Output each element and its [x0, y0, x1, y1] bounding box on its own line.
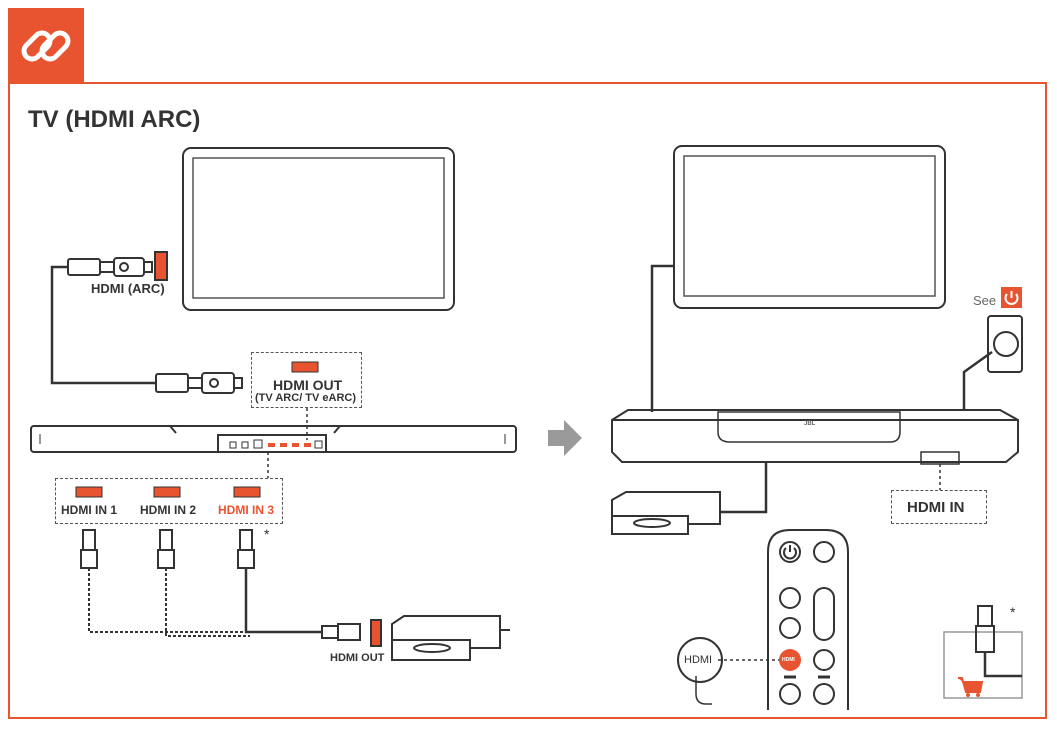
- callout-hdmi-label: HDMI: [684, 654, 713, 666]
- soundbar-out-sublabel: (TV ARC/ TV eARC): [255, 392, 357, 404]
- hdmi-in-right-box: [891, 490, 987, 524]
- remote-hdmi-label: HDMI: [782, 657, 795, 663]
- header-tab: [8, 8, 84, 84]
- device-hdmi-port: [370, 619, 382, 647]
- arrow-right-icon: [548, 420, 582, 456]
- remote-control: [767, 529, 849, 710]
- asterisk-left: *: [264, 526, 270, 542]
- hdmi-in-box: [55, 478, 283, 524]
- source-device-left: [391, 615, 501, 649]
- device-out-label: HDMI OUT: [330, 652, 385, 664]
- tv-right: [673, 145, 946, 309]
- content-frame: [8, 82, 1047, 719]
- link-icon: [21, 30, 71, 62]
- soundbar-right: [611, 409, 1019, 463]
- tv-port-label: HDMI (ARC): [91, 281, 165, 296]
- hdmi-in-right-label: HDMI IN: [907, 499, 965, 516]
- soundbar-out-label: HDMI OUT: [273, 377, 343, 393]
- hdmi-in-1-label: HDMI IN 1: [61, 503, 118, 517]
- hdmi-in-cables: [80, 529, 330, 637]
- cart-icon: [958, 677, 984, 697]
- remote-hdmi-button: [779, 649, 801, 671]
- hdmi-arc-cable: [50, 265, 160, 385]
- hdmi-in-3-label: HDMI IN 3: [218, 503, 275, 517]
- tv-hdmi-port: [154, 251, 168, 281]
- hdmi-in-1-port-icon: [75, 486, 103, 498]
- asterisk-right: *: [1010, 604, 1016, 620]
- see-label: See: [973, 293, 997, 308]
- soundbar-logo: JBL: [804, 421, 816, 427]
- hdmi-callout-button: [677, 637, 723, 683]
- hdmi-out-port-icon: [291, 361, 319, 373]
- hdmi-in-3-port-icon: [233, 486, 261, 498]
- hdmi-in-2-port-icon: [153, 486, 181, 498]
- wall-outlet: [987, 315, 1023, 373]
- source-device-right: [611, 491, 721, 525]
- tv-left: [182, 147, 455, 311]
- hdmi-out-box: [251, 352, 362, 408]
- hdmi-in-2-label: HDMI IN 2: [140, 503, 197, 517]
- section-title: TV (HDMI ARC): [28, 106, 201, 133]
